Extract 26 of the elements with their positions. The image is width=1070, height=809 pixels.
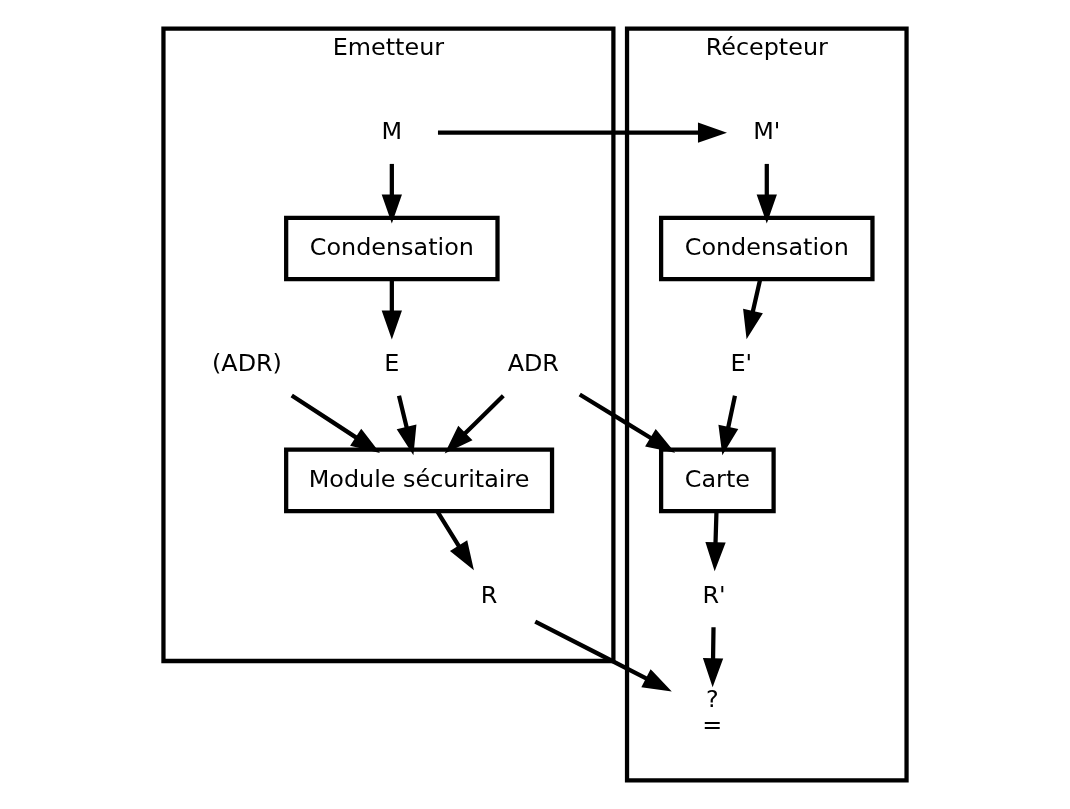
arrow [702, 627, 724, 688]
arrow [743, 279, 763, 340]
node-box: Module sécuritaire [284, 447, 555, 514]
arrow [381, 279, 402, 340]
node-text: (ADR) [212, 348, 282, 377]
arrow [756, 163, 777, 224]
arrow [437, 122, 727, 143]
arrow [718, 395, 739, 456]
node-text: M' [753, 116, 781, 145]
arrow [290, 393, 380, 454]
arrow [705, 511, 726, 572]
arrow [534, 619, 672, 692]
node-box: Carte [659, 447, 776, 514]
node-box: Condensation [659, 215, 875, 282]
node-text: ADR [507, 348, 559, 377]
arrow [444, 394, 505, 454]
node-text: E' [730, 348, 753, 377]
node-text: R [480, 580, 498, 609]
arrow [381, 163, 402, 224]
node-text: E [384, 348, 400, 377]
arrow [578, 392, 676, 453]
arrow [435, 510, 474, 571]
arrow [396, 395, 417, 456]
node-text: R' [702, 580, 726, 609]
node-text: M [381, 116, 403, 145]
node-box: Condensation [284, 215, 500, 282]
